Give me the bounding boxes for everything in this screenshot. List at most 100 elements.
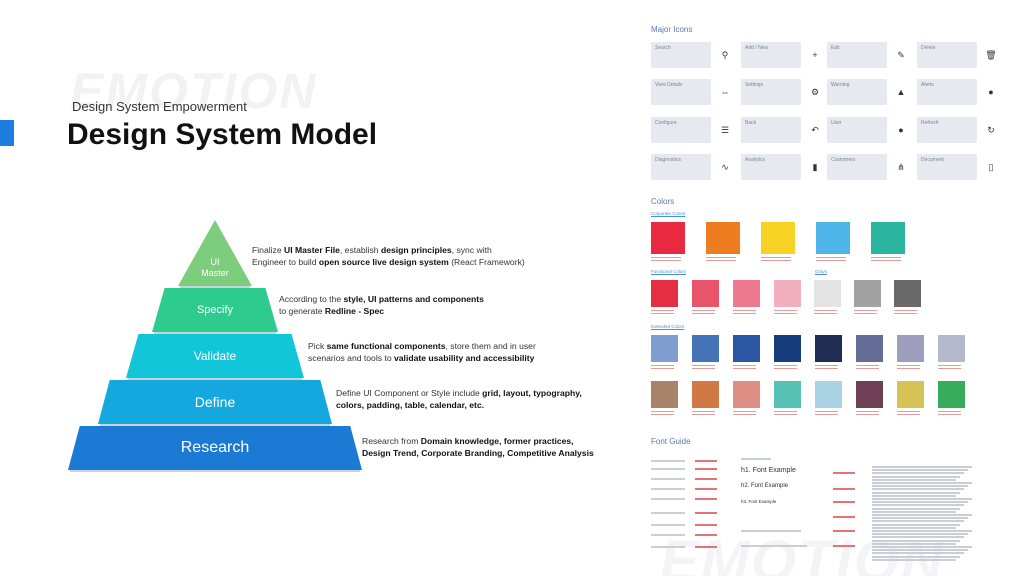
tier-specify: Specify (152, 288, 278, 332)
description-research: Research from Domain knowledge, former p… (362, 435, 662, 459)
font-sample-line (695, 546, 717, 548)
font-sample-line (695, 478, 717, 480)
font-sample-line (872, 478, 956, 481)
user-icon: ● (898, 125, 904, 135)
font-sample-line (872, 533, 968, 536)
color-swatch (815, 335, 842, 362)
font-sample-line (872, 555, 960, 558)
font-sample-line (695, 488, 717, 490)
icon-card-name: Document (921, 157, 944, 163)
font-sample-line (872, 485, 968, 488)
swatch-label-line (692, 411, 715, 415)
font-sample-line (872, 552, 964, 555)
desc-bold: same functional components (326, 341, 446, 351)
desc-text: Pick (308, 341, 327, 351)
swatch-label-line (774, 310, 797, 314)
icon-card-name: Analytics (745, 157, 766, 163)
desc-text: According to the (279, 294, 344, 304)
font-sample-line (833, 516, 855, 518)
color-swatch (871, 222, 905, 254)
tier-shadow (128, 377, 302, 380)
color-swatch (856, 381, 883, 408)
font-sample-line (833, 545, 855, 547)
font-sample-line (872, 539, 960, 542)
swatch-label-line (897, 411, 920, 415)
warning-icon: ▲ (896, 87, 906, 97)
swatch-label-line (733, 411, 756, 415)
major-icons-title: Major Icons (651, 25, 693, 34)
desc-bold: validate usability and accessibility (394, 353, 535, 363)
diagnostics-icon: ∿ (721, 162, 729, 172)
desc-text: scenarios and tools to (308, 353, 394, 363)
swatch-label-line (651, 365, 674, 369)
tier-research: Research (68, 426, 362, 470)
icon-card-name: Warning (831, 82, 850, 88)
font-sample-line (872, 523, 960, 526)
font-sample-line (872, 520, 964, 523)
color-swatch (774, 280, 801, 307)
delete-icon: 🗑 (985, 50, 997, 60)
tier-validate: Validate (126, 334, 304, 378)
swatch-label-line (774, 365, 797, 369)
font-sample-line (872, 536, 964, 539)
font-sample-line (872, 475, 960, 478)
color-swatch (774, 335, 801, 362)
edit-icon: ✎ (897, 50, 905, 60)
font-sample-line (872, 488, 964, 491)
font-sample-line (695, 460, 717, 462)
font-h3-example: h3. Font Example (741, 499, 777, 504)
color-swatch (814, 280, 841, 307)
swatch-label-line (854, 310, 877, 314)
font-sample-line (741, 545, 807, 547)
swatch-label-line (692, 365, 715, 369)
back-icon: ↶ (811, 125, 819, 135)
watermark-text: EMOTION (70, 63, 318, 119)
desc-bold: Domain knowledge, former practices, (420, 436, 574, 446)
font-sample-line (695, 534, 717, 536)
swatch-label-line (894, 310, 917, 314)
color-swatch (897, 335, 924, 362)
icon-card-name: Settings (745, 82, 764, 88)
tier-label: Research (180, 439, 250, 456)
colors-subhead: Extended Colors (651, 324, 685, 329)
add-icon: + (812, 50, 818, 60)
font-sample-line (833, 530, 855, 532)
icon-card-name: Search (655, 45, 671, 51)
icon-card: Warning (827, 79, 887, 105)
icon-card: View Details (651, 79, 711, 105)
desc-bold: open source live design system (318, 257, 449, 267)
font-sample-line (872, 514, 972, 516)
font-sample-line (741, 458, 771, 460)
font-sample-line (872, 466, 972, 468)
tier-shadow (154, 331, 276, 334)
icon-card: Document (917, 154, 977, 180)
accent-bar (0, 120, 14, 146)
swatch-label-line (692, 310, 715, 314)
swatch-label-line (871, 257, 901, 261)
icon-card-name: Refresh (921, 120, 939, 126)
tier-shadow (180, 285, 250, 288)
swatch-label-line (651, 411, 674, 415)
icon-card: User (827, 117, 887, 143)
font-h1-example: h1. Font Example (741, 467, 796, 474)
document-icon: ▯ (988, 162, 994, 172)
font-sample-line (872, 494, 956, 497)
swatch-label-line (815, 365, 838, 369)
icon-card: Edit (827, 42, 887, 68)
description-define: Define UI Component or Style include gri… (336, 387, 616, 411)
icon-card: Diagnostics (651, 154, 711, 180)
color-swatch (854, 280, 881, 307)
desc-bold: Redline - Spec (324, 306, 385, 316)
swatch-label-line (761, 257, 791, 261)
swatch-label-line (706, 257, 736, 261)
font-guide-title: Font Guide (651, 437, 691, 446)
swatch-label-line (897, 365, 920, 369)
settings-icon: ⚙ (810, 87, 820, 97)
desc-bold: Design Trend, Corporate Branding, Compet… (362, 448, 594, 458)
color-swatch (651, 381, 678, 408)
swatch-label-line (938, 411, 961, 415)
swatch-label-line (733, 310, 756, 314)
desc-text: Define UI Component or Style include (336, 388, 483, 398)
desc-text: (React Framework) (448, 257, 525, 267)
